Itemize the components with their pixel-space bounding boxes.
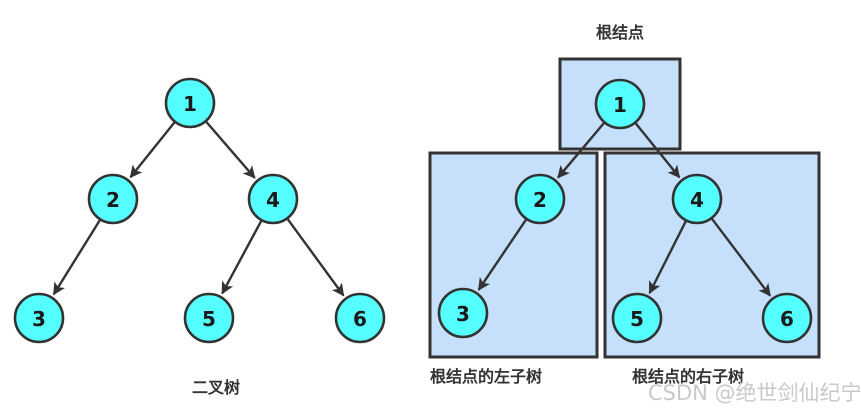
node-value: 1	[183, 92, 197, 116]
plain-binary-tree: 1 2 3 4 5 6 二叉树	[13, 77, 386, 397]
node-circle	[183, 292, 235, 344]
node-circle	[87, 173, 139, 225]
node-circle	[334, 292, 386, 344]
node-value: 6	[353, 307, 367, 331]
csdn-watermark: CSDN @绝世剑仙纪宁	[648, 381, 861, 405]
tree-node-2: 2	[87, 173, 139, 225]
root-node-label: 根结点	[596, 23, 644, 42]
node-circle	[761, 292, 813, 344]
tree-node-2: 2	[514, 173, 566, 225]
tree-node-6: 6	[761, 292, 813, 344]
node-value: 2	[106, 188, 120, 212]
tree-node-6: 6	[334, 292, 386, 344]
node-value: 3	[456, 302, 470, 326]
tree-edge-2-to-3	[477, 219, 528, 291]
tree-node-3: 3	[13, 292, 65, 344]
left-tree-edges	[52, 121, 345, 297]
node-value: 2	[533, 188, 547, 212]
node-value: 5	[202, 307, 216, 331]
tree-node-5: 5	[611, 292, 663, 344]
node-circle	[437, 287, 489, 339]
tree-edge-1-to-2	[129, 121, 176, 179]
node-circle	[611, 292, 663, 344]
tree-node-4: 4	[671, 173, 723, 225]
left-tree-nodes: 1 2 3 4 5 6	[13, 77, 386, 344]
binary-tree-caption: 二叉树	[192, 378, 240, 397]
node-value: 1	[613, 93, 627, 117]
node-value: 4	[266, 188, 280, 212]
node-circle	[164, 77, 216, 129]
left-subtree-label: 根结点的左子树	[430, 367, 542, 386]
tree-edge-4-to-5	[648, 220, 687, 295]
tree-edge-4-to-6	[711, 218, 772, 297]
right-tree-edges	[477, 122, 772, 297]
tree-node-3: 3	[437, 287, 489, 339]
node-value: 6	[780, 307, 794, 331]
node-circle	[247, 173, 299, 225]
tree-edge-1-to-2	[557, 122, 605, 179]
tree-edge-4-to-6	[286, 218, 345, 297]
right-tree-nodes: 1 2 3 4 5 6	[437, 78, 813, 344]
node-value: 5	[630, 307, 644, 331]
node-value: 4	[690, 188, 704, 212]
node-circle	[514, 173, 566, 225]
node-circle	[13, 292, 65, 344]
decomposed-binary-tree: 1 2 3 4 5 6 根结点 根结点的左子树 根结点的右子树	[428, 23, 821, 386]
tree-node-4: 4	[247, 173, 299, 225]
node-value: 3	[32, 307, 46, 331]
tree-edge-1-to-4	[634, 122, 681, 179]
tree-node-1: 1	[164, 77, 216, 129]
right-subtree-label: 根结点的右子树	[632, 367, 744, 386]
tree-edge-4-to-5	[221, 220, 263, 295]
tree-edge-2-to-3	[52, 219, 101, 296]
tree-edge-1-to-4	[205, 121, 256, 179]
node-circle	[671, 173, 723, 225]
tree-node-5: 5	[183, 292, 235, 344]
node-circle	[594, 78, 646, 130]
tree-node-1: 1	[594, 78, 646, 130]
